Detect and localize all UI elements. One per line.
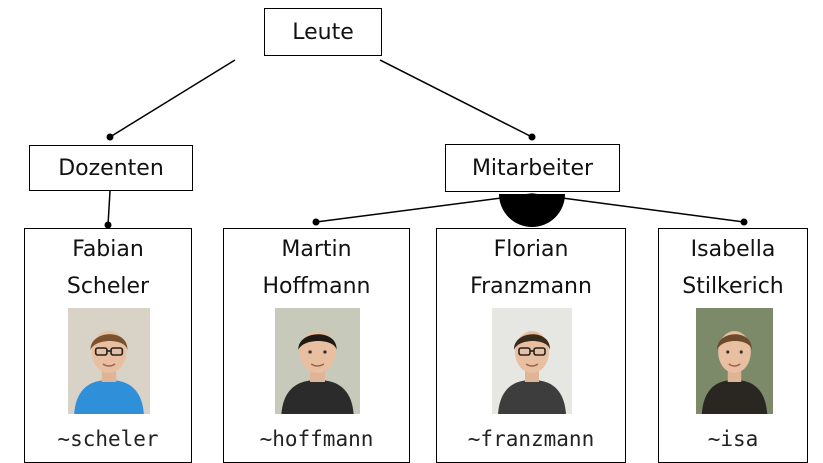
edge-mitarbeiter-hoffmann	[315, 193, 533, 223]
edge-dot	[312, 218, 320, 226]
person-first-name: Isabella	[690, 237, 776, 262]
person-homepage-link[interactable]: ~scheler	[57, 427, 159, 451]
person-last-name: Scheler	[66, 274, 150, 299]
person-first-name: Fabian	[72, 237, 144, 262]
person-homepage-link[interactable]: ~franzmann	[467, 427, 595, 451]
person-first-name: Florian	[493, 237, 569, 262]
edge-mitarbeiter-stilkerich	[531, 193, 745, 223]
edge-dozenten-scheler	[107, 190, 111, 226]
person-last-name: Stilkerich	[682, 274, 784, 299]
group-node-dozenten: Dozenten	[29, 145, 193, 191]
person-last-name: Franzmann	[470, 274, 592, 299]
edge-dot	[104, 221, 112, 229]
edge-leute-mitarbeiter	[379, 59, 533, 138]
person-photo	[696, 308, 773, 414]
person-photo	[492, 308, 572, 414]
person-homepage-link[interactable]: ~isa	[707, 427, 759, 451]
edge-dot	[740, 218, 748, 226]
edge-blob	[499, 194, 565, 227]
edge-dot	[106, 133, 114, 141]
person-homepage-link[interactable]: ~hoffmann	[259, 427, 374, 451]
root-node: Leute	[264, 8, 382, 56]
person-photo	[275, 308, 360, 414]
group-node-mitarbeiter: Mitarbeiter	[445, 144, 620, 192]
edge-dot	[528, 133, 536, 141]
person-first-name: Martin	[281, 237, 352, 262]
edge-leute-dozenten	[109, 59, 236, 138]
person-photo	[68, 308, 150, 414]
person-last-name: Hoffmann	[262, 274, 371, 299]
